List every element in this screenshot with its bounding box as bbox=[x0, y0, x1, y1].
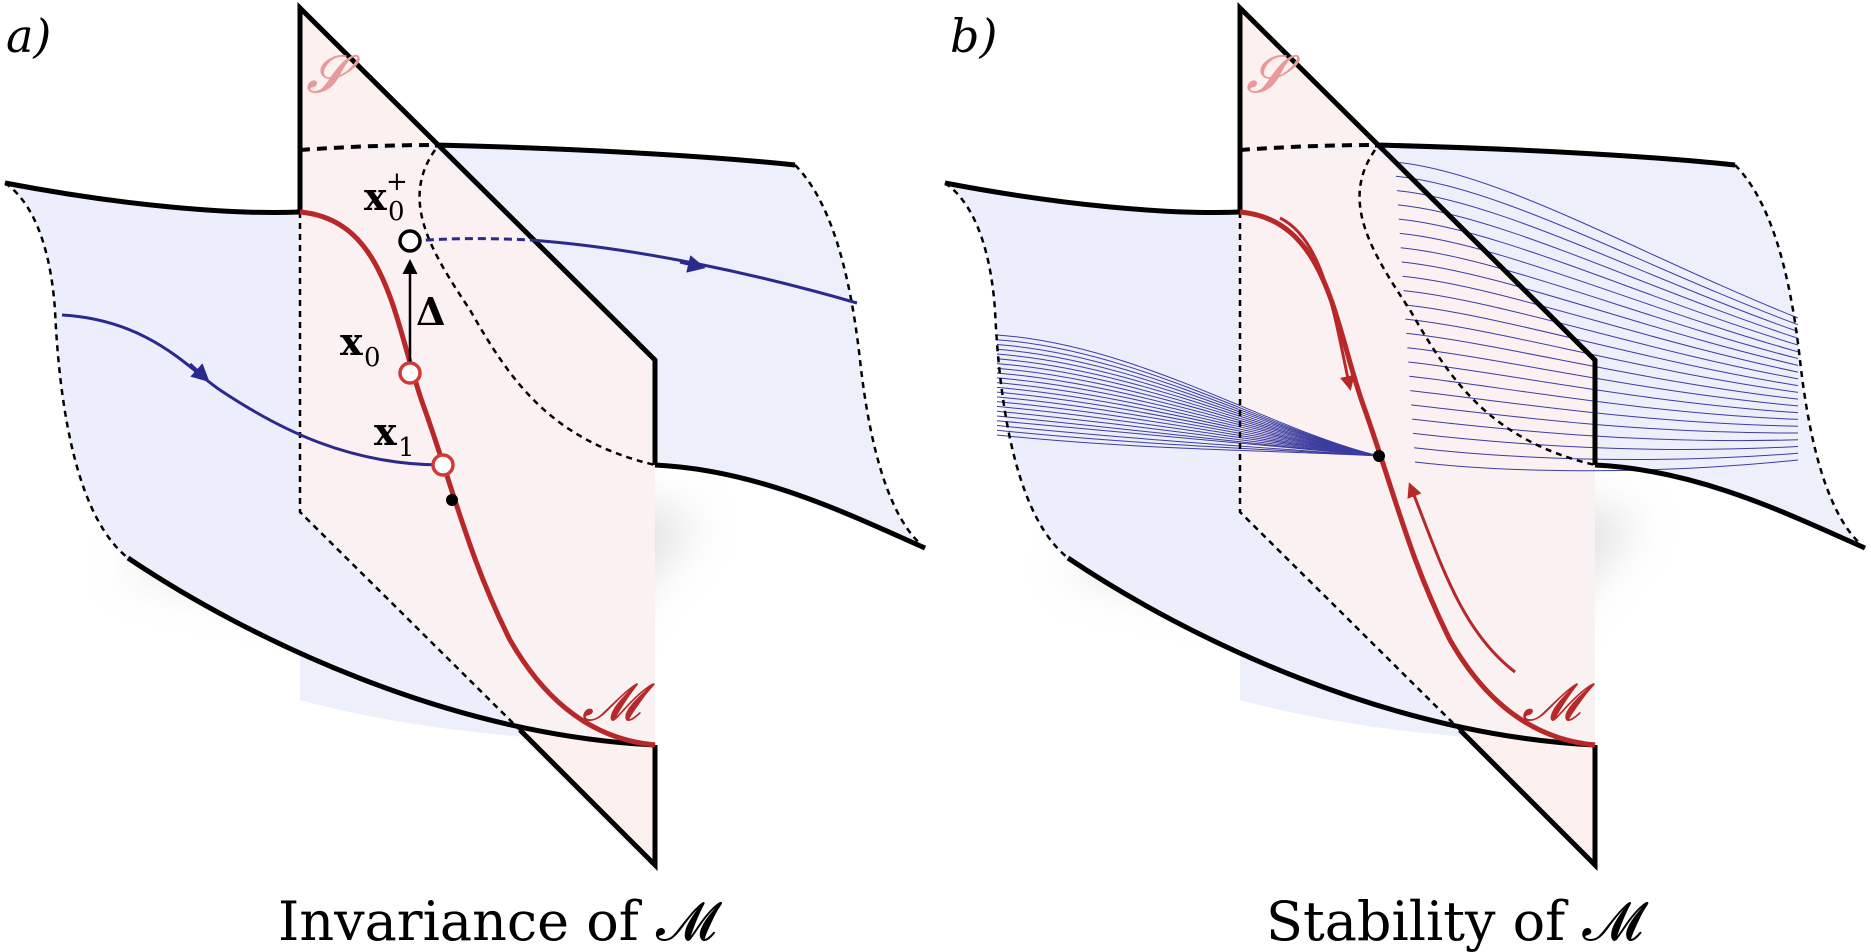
label-x0-plus: x 0 + bbox=[364, 167, 408, 227]
svg-text:1: 1 bbox=[398, 433, 415, 463]
stream-lines-right bbox=[1394, 161, 1799, 472]
svg-text:0: 0 bbox=[364, 343, 381, 373]
svg-text:0: 0 bbox=[388, 197, 405, 227]
point-fixed bbox=[1373, 450, 1385, 462]
point-x1 bbox=[431, 453, 455, 477]
panel-b: b) 𝓢 𝓜 Stability of 𝓜 bbox=[944, 2, 1867, 952]
svg-text:x: x bbox=[364, 174, 387, 219]
sheet-right-edge bbox=[1734, 164, 1866, 549]
stream-line bbox=[1400, 247, 1799, 360]
sheet-bottom-edge bbox=[1066, 555, 1596, 748]
sheet-lower-right-edge bbox=[1594, 462, 1867, 551]
stream-line bbox=[1396, 190, 1799, 332]
stream-line bbox=[1412, 418, 1799, 442]
plane-hidden-edge bbox=[1238, 212, 1461, 731]
sheet-lower-right-edge bbox=[654, 462, 927, 551]
stream-line bbox=[1405, 318, 1799, 393]
stream-line bbox=[996, 429, 1380, 457]
stream-line bbox=[996, 372, 1380, 457]
sheet-bottom-edge bbox=[126, 555, 656, 748]
stream-line bbox=[1401, 261, 1799, 366]
point-fixed bbox=[446, 494, 458, 506]
stream-line bbox=[996, 367, 1380, 457]
sheet-top-edge-left bbox=[4, 180, 301, 216]
stream-line bbox=[996, 348, 1380, 457]
stream-line bbox=[996, 344, 1380, 457]
stream-line bbox=[1413, 447, 1799, 460]
trajectory-arrowhead-2 bbox=[679, 255, 706, 273]
label-x0: x 0 bbox=[340, 319, 381, 373]
stream-line bbox=[1413, 432, 1799, 450]
stream-lines-left bbox=[996, 334, 1380, 457]
sheet-top-edge-left bbox=[944, 180, 1241, 216]
stream-line bbox=[1403, 290, 1799, 380]
manifold-curve bbox=[299, 209, 656, 748]
caption-a: Invariance of 𝓜 bbox=[278, 890, 723, 952]
sheet-left bbox=[5, 183, 300, 558]
trajectory-arrowhead bbox=[188, 362, 210, 383]
plane-outline bbox=[1237, 2, 1598, 465]
plane-outline bbox=[297, 2, 658, 465]
trajectory-outgoing-hidden bbox=[412, 237, 531, 243]
arrow-up-along-manifold bbox=[1407, 482, 1516, 674]
panel-a: a) 𝓢 𝓜 x 0 + x 0 x 1 Δ Invariance of 𝓜 bbox=[4, 2, 927, 952]
stream-line bbox=[1406, 332, 1799, 400]
sheet-left-edge bbox=[4, 181, 129, 559]
stream-line bbox=[996, 363, 1380, 457]
svg-text:x: x bbox=[374, 409, 397, 454]
sheet-left bbox=[945, 183, 1240, 558]
stream-line bbox=[1410, 390, 1799, 427]
panel-label-b: b) bbox=[950, 9, 997, 63]
intersection-dashed bbox=[418, 149, 656, 467]
svg-text:x: x bbox=[340, 319, 363, 364]
stream-line bbox=[1407, 347, 1799, 407]
point-x0 bbox=[398, 361, 422, 385]
arrow-down-along-manifold bbox=[1279, 216, 1355, 391]
sheet-top-edge-hidden bbox=[299, 143, 436, 152]
stream-line bbox=[1399, 232, 1799, 353]
stream-line bbox=[1404, 304, 1799, 387]
stream-line bbox=[1409, 375, 1799, 420]
stream-line bbox=[1394, 161, 1799, 319]
stream-line bbox=[996, 434, 1380, 457]
stream-line bbox=[1402, 275, 1799, 373]
stream-line bbox=[996, 358, 1380, 457]
sheet-top-edge-hidden bbox=[1239, 143, 1376, 152]
label-x1: x 1 bbox=[374, 409, 415, 463]
intersection-dashed bbox=[1358, 149, 1596, 467]
sheet-top-edge-right bbox=[1374, 142, 1736, 168]
point-x0-plus bbox=[398, 229, 422, 253]
label-delta: Δ bbox=[416, 289, 445, 334]
svg-text:+: + bbox=[386, 167, 408, 197]
sheet-right-edge bbox=[794, 164, 926, 549]
sheet-top-edge-right bbox=[434, 142, 796, 168]
panel-label-a: a) bbox=[6, 9, 51, 63]
stream-line bbox=[1411, 404, 1799, 434]
stream-line bbox=[996, 424, 1380, 457]
stream-line bbox=[996, 334, 1380, 457]
plane-outline-lower bbox=[518, 728, 658, 872]
stream-line bbox=[1397, 204, 1799, 339]
stream-line bbox=[1398, 218, 1799, 346]
trajectory-incoming bbox=[61, 313, 444, 467]
caption-b: Stability of 𝓜 bbox=[1266, 890, 1649, 952]
manifold-curve bbox=[1239, 209, 1596, 748]
stream-line bbox=[1408, 361, 1799, 414]
stream-line bbox=[1414, 459, 1799, 472]
stream-line bbox=[1395, 175, 1799, 326]
stream-line bbox=[996, 353, 1380, 457]
sheet-left-edge bbox=[944, 181, 1069, 559]
plane-outline-lower bbox=[1458, 728, 1598, 872]
stream-line bbox=[996, 339, 1380, 457]
plane-hidden-edge bbox=[298, 212, 521, 731]
